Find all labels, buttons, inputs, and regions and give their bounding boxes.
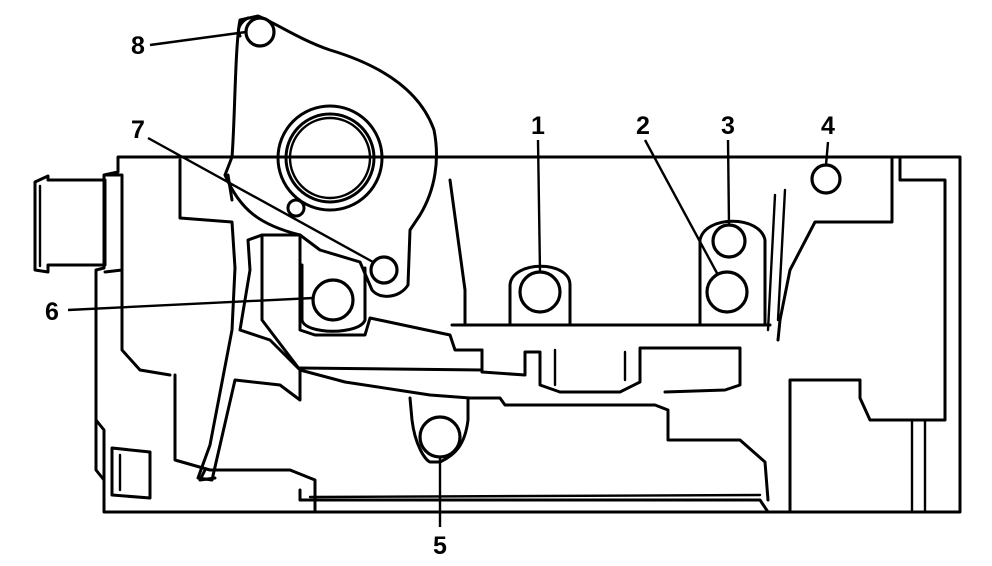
leader-4 [824,141,830,166]
bolt-hole-2 [705,270,749,314]
callout-8: 8 [131,32,145,60]
bolt-hole-5 [418,415,462,459]
bolt-holes [244,16,842,459]
callout-2: 2 [636,112,650,140]
manifold-runners [178,158,772,502]
leader-6 [67,296,314,312]
bolt-bosses [300,219,767,464]
bolt-hole-8 [244,16,276,48]
bolt-hole-6 [311,278,355,322]
callout-4: 4 [821,112,835,140]
thermostat-port [276,104,384,218]
callout-labels: 1 2 3 4 5 6 7 8 [45,32,835,560]
leader-3 [726,139,731,226]
leader-1 [536,139,542,273]
bolt-hole-1 [518,270,562,314]
coolant-outlet-pipe [33,173,172,377]
lower-left-ports [94,373,770,514]
leader-lines [67,30,830,527]
leader-7 [147,136,374,264]
bolt-hole-7 [369,255,399,285]
leader-2 [643,139,720,276]
callout-1: 1 [531,112,545,140]
bolt-hole-3 [711,223,747,259]
callout-5: 5 [433,532,447,560]
callout-7: 7 [131,116,145,144]
head-outline [94,155,962,514]
leader-8 [149,30,247,47]
callout-6: 6 [45,298,59,326]
thermostat-housing [223,14,438,298]
callout-3: 3 [721,112,735,140]
bolt-hole-4 [810,163,842,195]
